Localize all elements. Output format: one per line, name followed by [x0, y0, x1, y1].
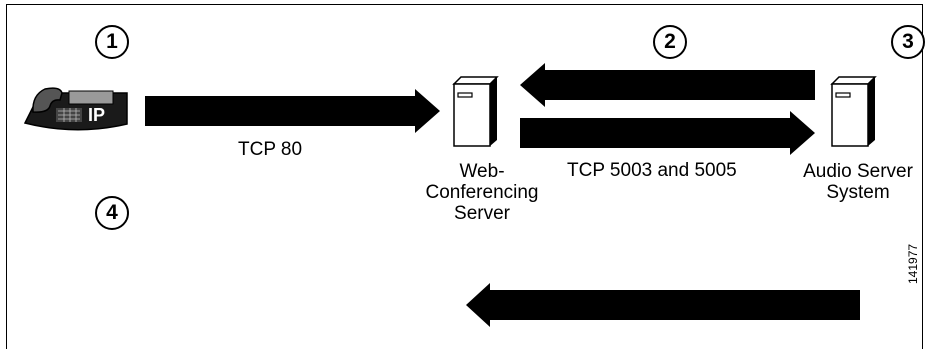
arrow-audio-to-web-server	[520, 63, 815, 107]
audio-server-label-line2: System	[826, 182, 890, 203]
step-3-marker: 3	[891, 25, 925, 59]
arrow-return-to-phone	[466, 283, 860, 327]
arrow-phone-to-web-server	[145, 89, 440, 133]
web-server-label: Web- Conferencing Server	[412, 161, 552, 224]
figure-id: 141977	[906, 243, 920, 284]
diagram-frame	[6, 4, 923, 349]
ip-phone-icon: IP	[23, 87, 128, 131]
step-2-marker: 2	[653, 25, 687, 59]
step-1-marker: 1	[95, 25, 129, 59]
web-server-label-line2: Conferencing	[425, 182, 539, 203]
tcp-5003-5005-label: TCP 5003 and 5005	[567, 160, 737, 181]
step-4-marker: 4	[95, 196, 129, 230]
audio-server-label: Audio Server System	[788, 161, 928, 203]
audio-server-icon	[830, 76, 877, 147]
ip-badge: IP	[88, 105, 105, 125]
web-server-label-line1: Web-	[459, 161, 505, 182]
arrow-web-to-audio-server	[520, 111, 815, 155]
tcp-80-label: TCP 80	[238, 139, 303, 160]
web-server-label-line3: Server	[454, 203, 510, 224]
audio-server-label-line1: Audio Server	[803, 161, 913, 182]
web-server-icon	[452, 76, 499, 147]
